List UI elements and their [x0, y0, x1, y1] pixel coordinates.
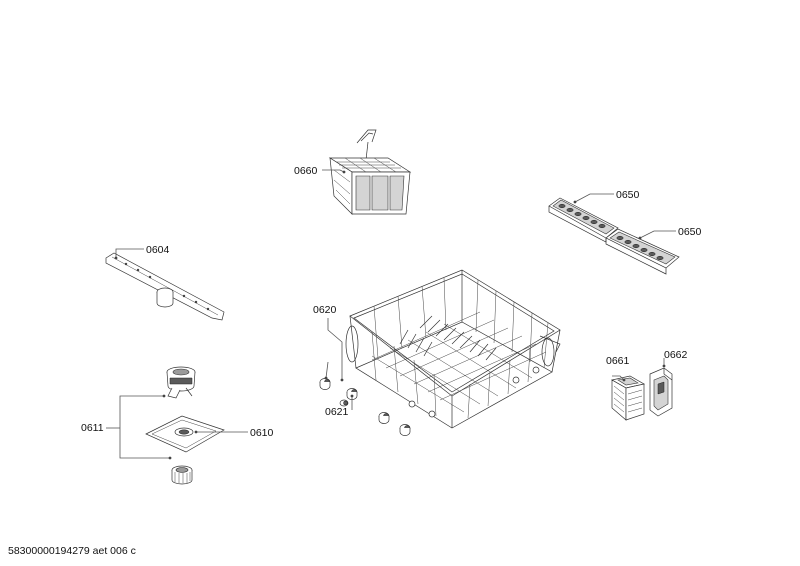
part-label-0650-lower: 0650 — [678, 226, 702, 238]
part-label-0662: 0662 — [664, 349, 688, 361]
filter-element-part — [171, 465, 193, 485]
part-label-0604: 0604 — [146, 244, 170, 256]
part-label-0620: 0620 — [313, 304, 337, 316]
document-code: 58300000194279 aet 006 c — [8, 545, 136, 557]
tine-row-upper-part — [548, 197, 619, 243]
lower-basket-part — [345, 269, 561, 429]
sump-cover-plate-part — [145, 415, 225, 453]
part-label-0621: 0621 — [325, 406, 349, 418]
part-label-0650-upper: 0650 — [616, 189, 640, 201]
part-label-0611: 0611 — [81, 422, 104, 434]
part-label-0660: 0660 — [294, 165, 318, 177]
leader-lines — [106, 169, 676, 460]
small-cutlery-holder-part — [611, 375, 645, 421]
cutlery-basket-part — [328, 129, 412, 215]
basket-wheels-part — [319, 378, 411, 436]
tine-row-lower-part — [605, 228, 680, 275]
part-label-0661: 0661 — [606, 355, 630, 367]
part-label-0610: 0610 — [250, 427, 274, 439]
pump-head-part — [166, 366, 196, 399]
spray-arm-part — [105, 252, 225, 321]
holder-clip-part — [649, 367, 673, 417]
part-labels: 0660 0650 0650 0604 0620 0621 0661 0662 … — [81, 165, 702, 439]
